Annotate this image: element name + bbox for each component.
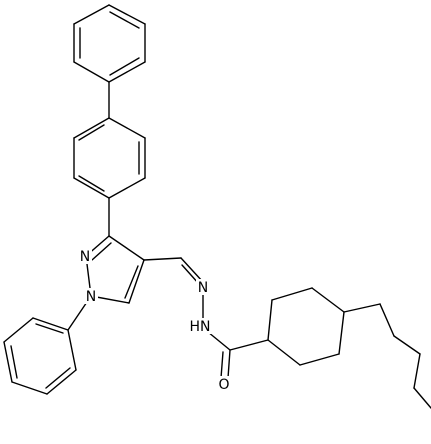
svg-text:N: N (80, 249, 90, 265)
hydrazone-linker (143, 257, 231, 351)
atom-label-hydrazide-nh: HN (188, 318, 212, 335)
carbonyl-group (220, 339, 269, 379)
terminal-phenyl-ring (73, 4, 146, 83)
cyclohexane-ring (267, 287, 345, 366)
svg-text:HN: HN (190, 319, 211, 335)
svg-text:N: N (198, 280, 208, 296)
atom-label-n1: N (84, 288, 98, 305)
pentyl-chain (343, 303, 431, 409)
atom-label-carbonyl-o: O (217, 376, 232, 393)
atom-label-n2: N (78, 248, 92, 265)
svg-text:O: O (218, 377, 229, 393)
atom-label-imine-n: N (196, 279, 210, 296)
inner-phenyl-ring (73, 117, 146, 199)
n-phenyl-ring (3, 317, 77, 395)
svg-text:N: N (86, 289, 96, 305)
